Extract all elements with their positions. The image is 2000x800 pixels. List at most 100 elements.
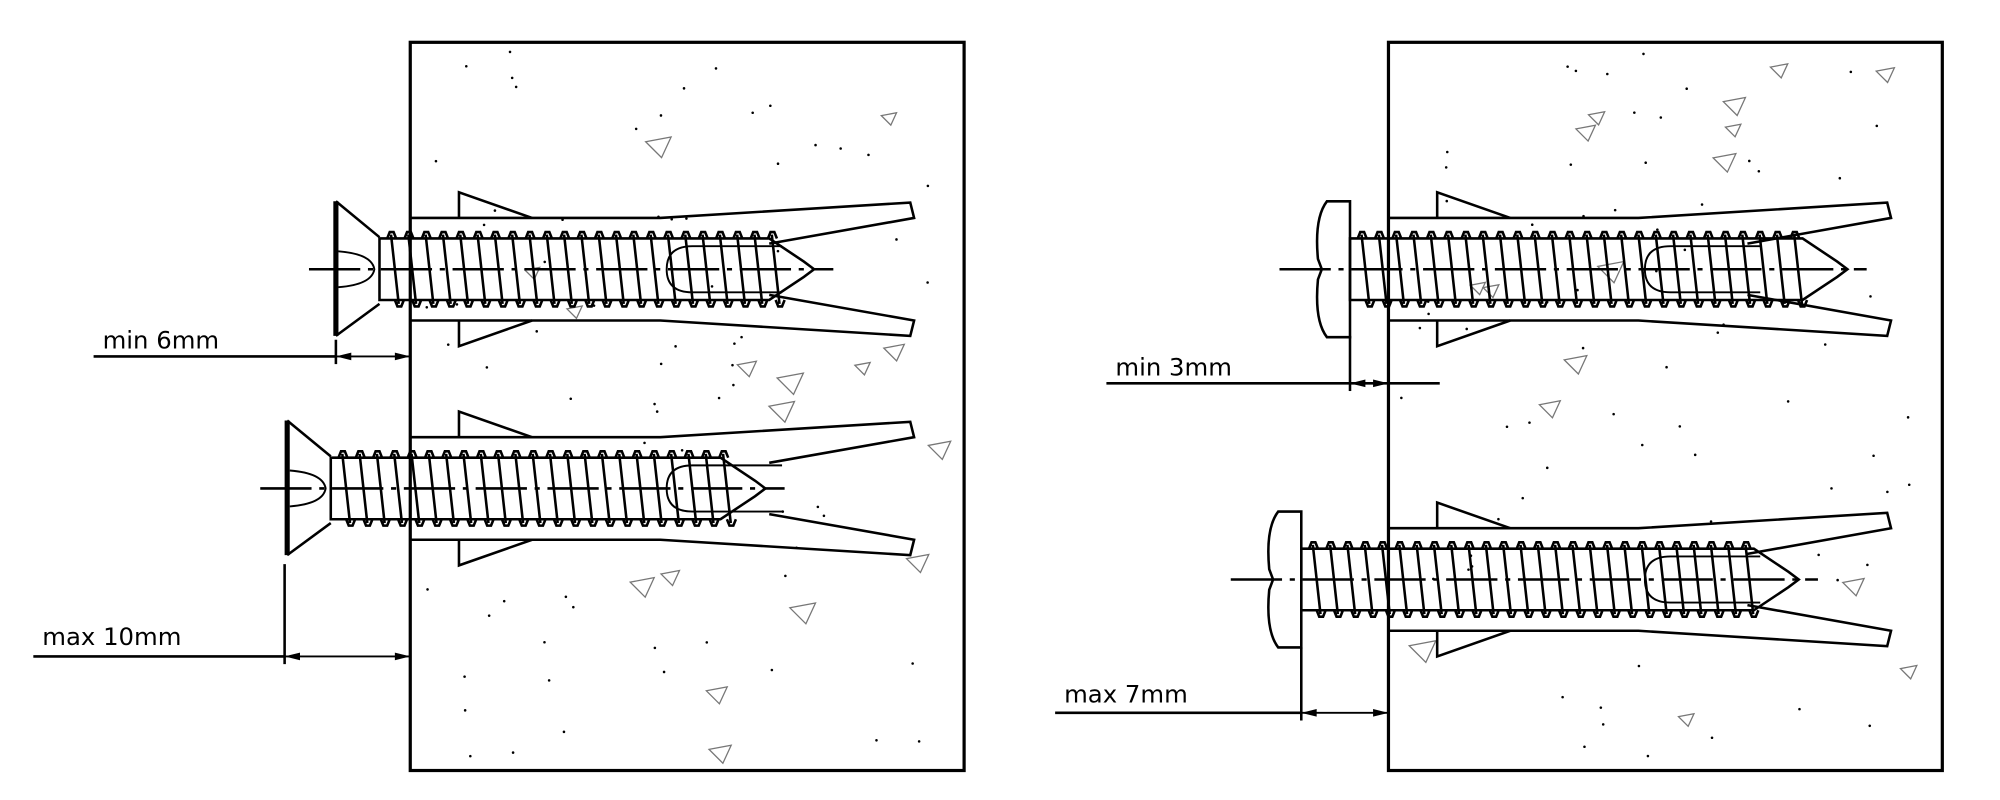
speck-dot <box>1583 745 1586 749</box>
anchor-tooth <box>1435 500 1511 530</box>
speck-dot <box>535 330 539 333</box>
speck-dot <box>1709 520 1713 523</box>
speck-dot <box>710 285 714 288</box>
speck-dot <box>485 366 489 369</box>
recess-icon <box>338 250 376 289</box>
speck-dot <box>1566 65 1569 68</box>
wall-block <box>408 40 966 773</box>
screw-thread <box>1754 230 1774 308</box>
screw-thread <box>714 230 734 308</box>
screw-thread <box>1705 541 1725 618</box>
speck-dot <box>1906 416 1910 419</box>
anchor-tooth <box>457 538 533 568</box>
aggregate-triangle <box>705 686 729 705</box>
screw-shank <box>378 237 817 302</box>
speck-dot <box>685 217 688 220</box>
speck-dot <box>1427 312 1430 316</box>
speck-dot <box>751 111 754 115</box>
right-panel-pan-head: min 3mm max 7mm <box>1055 40 1944 773</box>
speck-dot <box>1467 568 1470 571</box>
recess-icon <box>289 469 327 508</box>
countersunk-head-cone <box>335 200 381 337</box>
aggregate-triangle <box>1587 110 1606 126</box>
speck-dot <box>1693 453 1697 457</box>
speck-dot <box>1678 425 1682 428</box>
speck-dot <box>1574 69 1578 73</box>
speck-dot <box>469 754 472 758</box>
speck-dot <box>1656 228 1659 231</box>
speck-dot <box>1606 72 1609 76</box>
speck-dot <box>740 335 743 339</box>
speck-dot <box>662 670 666 674</box>
anchor-upper-leg <box>410 420 916 465</box>
speck-dot <box>434 159 438 163</box>
speck-dot <box>1868 724 1872 728</box>
screw-thread <box>1567 541 1587 618</box>
speck-dot <box>822 514 826 518</box>
speck-dot <box>776 162 780 165</box>
aggregate-triangle <box>927 440 952 461</box>
speck-dot <box>1757 169 1761 173</box>
speck-dot <box>784 574 787 578</box>
speck-dot <box>1823 343 1827 346</box>
speck-dot <box>1685 87 1688 90</box>
speck-dot <box>465 64 468 68</box>
speck-dot <box>1907 483 1911 487</box>
speck-dot <box>572 605 575 609</box>
aggregate-triangle <box>1874 66 1896 84</box>
screw-thread <box>666 450 686 527</box>
speck-dot <box>1530 223 1534 226</box>
speck-dot <box>1644 161 1647 164</box>
speck-dot <box>1866 563 1869 567</box>
speck-dot <box>705 641 709 644</box>
speck-dot <box>867 153 870 157</box>
anchor-lower-leg <box>1388 293 1893 338</box>
speck-dot <box>569 397 573 401</box>
speck-dot <box>781 510 785 513</box>
speck-dot <box>1576 288 1579 292</box>
aggregate-triangle <box>853 361 872 376</box>
screw-group <box>33 190 916 665</box>
speck-dot <box>1612 412 1615 416</box>
speck-dot <box>426 588 429 591</box>
max-dimension-label: max 10mm <box>42 622 181 651</box>
aggregate-triangle <box>882 343 906 363</box>
speck-dot <box>1748 159 1751 163</box>
speck-dot <box>1872 454 1875 458</box>
anchor-tooth <box>457 409 533 439</box>
aggregate-triangle <box>1574 124 1597 143</box>
speck-dot <box>731 363 734 367</box>
speck-dot <box>714 67 718 70</box>
min-dimension-label: min 6mm <box>103 326 220 355</box>
speck-dot <box>1646 754 1650 758</box>
speck-dot <box>562 730 566 734</box>
speck-dot <box>680 449 684 452</box>
aggregate-triangle <box>628 576 656 599</box>
speck-dot <box>482 223 486 227</box>
anchor-tooth <box>1435 319 1511 348</box>
speck-dot <box>510 76 514 80</box>
speck-dot <box>875 739 878 742</box>
speck-dot <box>1838 176 1842 180</box>
screw-thread <box>645 230 665 308</box>
speck-dot <box>1849 70 1853 74</box>
aggregate-triangle <box>1899 664 1918 680</box>
anchor-tooth <box>1435 629 1511 659</box>
aggregate-triangle <box>880 111 898 127</box>
speck-dot <box>1817 553 1820 557</box>
concrete-texture <box>1400 52 1918 758</box>
speck-dot <box>816 505 820 509</box>
speck-dot <box>670 217 673 221</box>
speck-dot <box>1505 425 1509 429</box>
speck-dot <box>733 342 736 345</box>
speck-dot <box>493 209 497 212</box>
max-dimension-label: max 7mm <box>1064 680 1188 709</box>
anchor-expansion-cone <box>665 245 783 294</box>
aggregate-triangle <box>905 553 930 574</box>
dimension-arrowheads <box>1350 379 1389 388</box>
speck-dot <box>425 306 429 309</box>
speck-dot <box>455 303 459 306</box>
speck-dot <box>1444 166 1448 169</box>
speck-dot <box>643 441 646 445</box>
